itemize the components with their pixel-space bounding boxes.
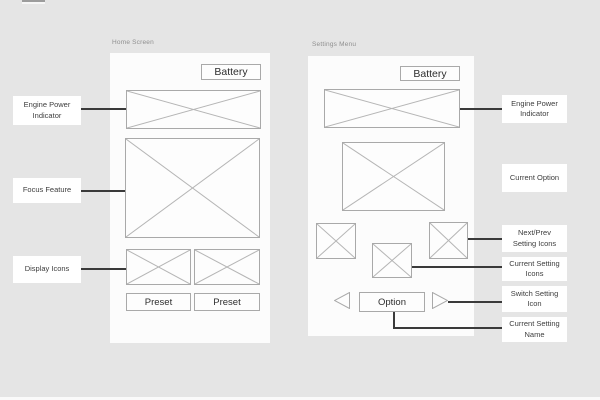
preset-button-left[interactable]: Preset xyxy=(126,293,191,311)
settings-menu-panel: Battery Option xyxy=(308,56,474,336)
connector-current-setting-name-horizontal xyxy=(393,327,502,329)
connector-engine-power-right xyxy=(460,108,502,110)
focus-feature-placeholder xyxy=(125,138,260,238)
home-battery-button[interactable]: Battery xyxy=(201,64,261,80)
bottom-edge-strip xyxy=(0,397,600,400)
preset-left-label: Preset xyxy=(144,296,173,308)
annotation-switch-setting-icon: Switch Setting Icon xyxy=(502,286,567,312)
annotation-current-setting-name: Current Setting Name xyxy=(502,317,567,342)
annotation-current-setting-icons: Current Setting Icons xyxy=(502,257,567,281)
prev-option-arrow-icon[interactable] xyxy=(334,292,350,309)
connector-current-setting-icons xyxy=(412,266,502,268)
settings-battery-button[interactable]: Battery xyxy=(400,66,460,81)
display-icon-placeholder-right[interactable] xyxy=(194,249,260,285)
home-screen-title: Home Screen xyxy=(112,39,154,46)
settings-battery-label: Battery xyxy=(413,67,447,80)
prev-setting-icon-placeholder[interactable] xyxy=(316,223,356,259)
preset-button-right[interactable]: Preset xyxy=(194,293,260,311)
preset-right-label: Preset xyxy=(213,296,241,308)
annotation-focus-feature: Focus Feature xyxy=(13,178,81,203)
connector-display-icons xyxy=(81,268,126,270)
next-option-arrow-icon[interactable] xyxy=(432,292,448,309)
settings-engine-power-indicator-placeholder xyxy=(324,89,460,128)
current-option-placeholder xyxy=(342,142,445,211)
annotation-engine-power-left: Engine Power Indicator xyxy=(13,96,81,125)
cropped-toolbar-fragment xyxy=(22,0,45,4)
connector-current-setting-name-vertical xyxy=(393,312,395,328)
connector-engine-power-left xyxy=(81,108,126,110)
next-setting-icon-placeholder[interactable] xyxy=(429,222,468,259)
option-label: Option xyxy=(378,296,406,308)
annotation-display-icons: Display Icons xyxy=(13,256,81,283)
annotation-current-option: Current Option xyxy=(502,164,567,192)
home-screen-panel: Battery Preset Preset xyxy=(110,53,270,343)
connector-focus-feature xyxy=(81,190,125,192)
home-battery-label: Battery xyxy=(214,66,248,78)
settings-menu-title: Settings Menu xyxy=(312,41,357,48)
option-name-box[interactable]: Option xyxy=(359,292,425,312)
annotation-next-prev-setting-icons: Next/Prev Setting Icons xyxy=(502,225,567,252)
current-setting-icon-placeholder[interactable] xyxy=(372,243,412,278)
home-engine-power-indicator-placeholder xyxy=(126,90,261,129)
display-icon-placeholder-left[interactable] xyxy=(126,249,191,285)
annotation-engine-power-right: Engine Power Indicator xyxy=(502,95,567,123)
connector-next-prev-setting-icons xyxy=(468,238,502,240)
connector-switch-setting-icon xyxy=(448,301,502,303)
